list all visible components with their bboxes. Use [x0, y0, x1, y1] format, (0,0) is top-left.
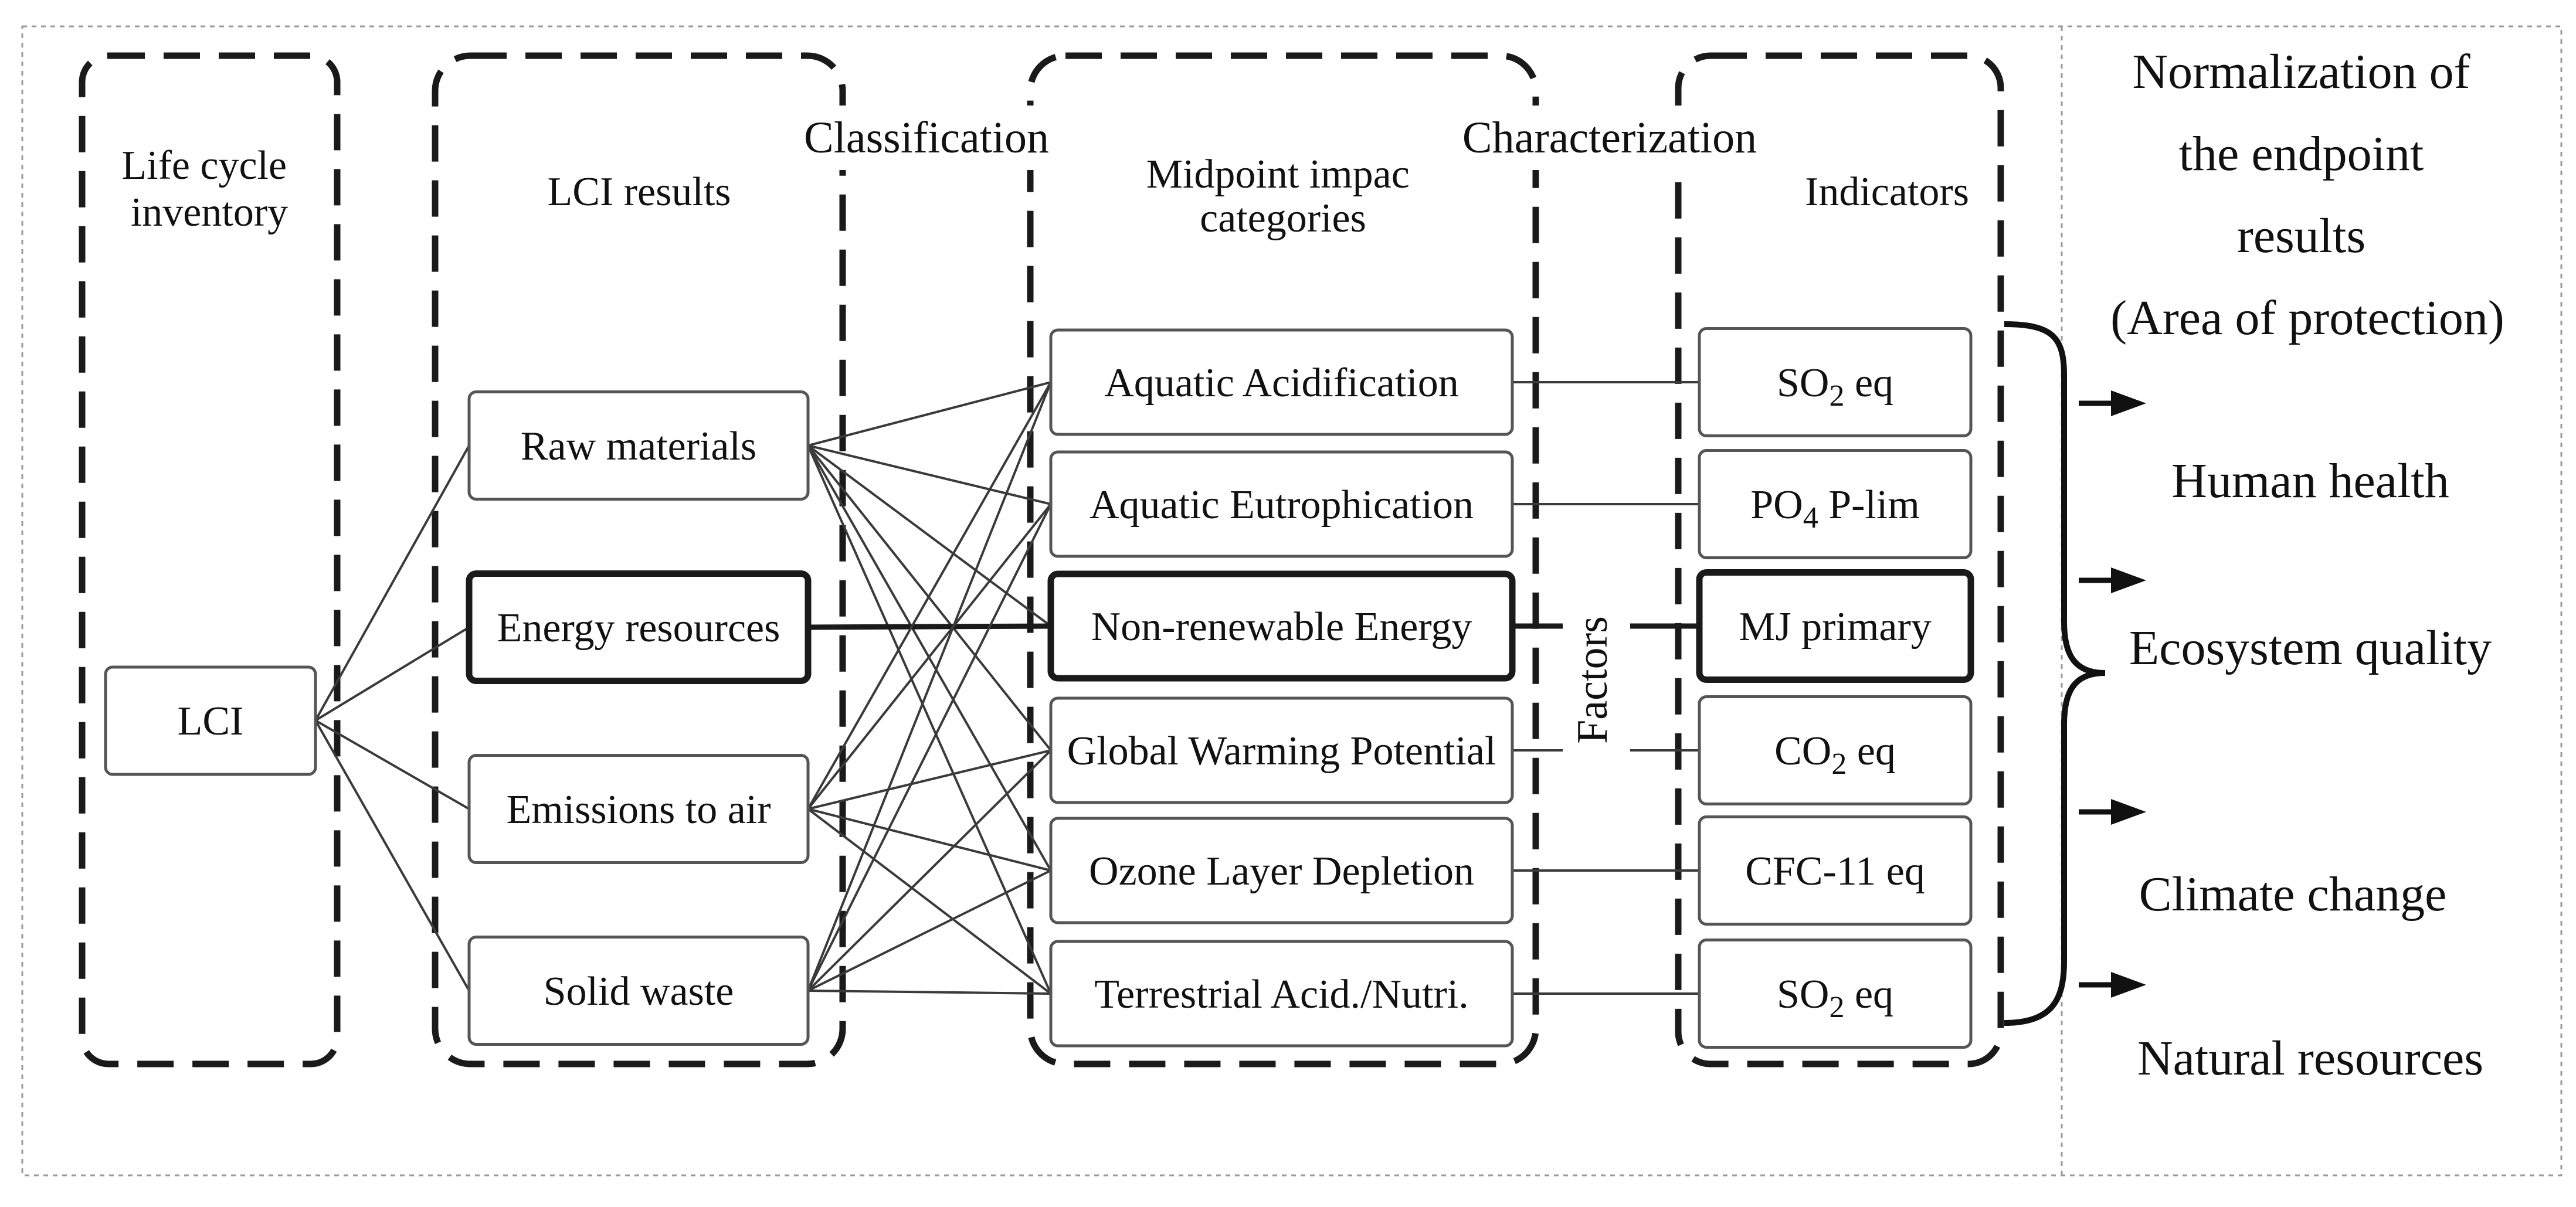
- indicator-box-1: [1698, 327, 1973, 437]
- midpoint-box-ozone-layer-depletion: [1049, 817, 1514, 924]
- lci-result-box-solid-waste: [467, 936, 810, 1046]
- factors-label-bg: [1563, 586, 1630, 774]
- indicator-box-2: [1698, 449, 1973, 559]
- connector-solid-waste-to-global-warming-potential: [807, 749, 1052, 992]
- midpoint-label: Aquatic Eutrophication: [1090, 482, 1474, 528]
- endpoint-brace: [2004, 321, 2106, 1026]
- midpoint-label: Global Warming Potential: [1067, 729, 1496, 774]
- characterization-label-bg: [1443, 106, 1771, 170]
- connector-solid-waste-to-terrestrial-acid-nutri: [807, 990, 1051, 995]
- connector-lci-to-energy-resources: [314, 626, 470, 722]
- connector-raw-materials-to-aquatic-acidification: [807, 381, 1051, 447]
- lci-result-label: Solid waste: [544, 969, 734, 1014]
- midpoint-label: Ozone Layer Depletion: [1089, 849, 1474, 894]
- connector-energy-resources-to-non-renewable-energy: [807, 623, 1051, 630]
- connector-emissions-to-air-to-aquatic-eutrophication: [807, 503, 1052, 810]
- endpoint-ecosystem-quality: Ecosystem quality: [2129, 621, 2492, 675]
- midpoint-box-terrestrial-acid-nutri: [1049, 940, 1514, 1048]
- lci-result-box-energy-resources: [466, 570, 812, 684]
- connector-lci-to-emissions-to-air: [315, 719, 470, 810]
- endpoint-arrows: [2079, 390, 2146, 998]
- midpoint-box-non-renewable-energy: [1047, 570, 1516, 682]
- indicator-label: CFC-11 eq: [1745, 849, 1925, 894]
- upper-brace: [2004, 321, 2106, 1026]
- indicator-box-5: [1698, 815, 1973, 926]
- characterization-label: Characterization: [1462, 113, 1757, 162]
- connector-lci-to-solid-waste: [314, 720, 470, 991]
- indicator-label: PO4 P-lim: [1750, 482, 1920, 535]
- factors-label: Factors: [1569, 616, 1617, 744]
- connector-solid-waste-to-ozone-layer-depletion: [807, 869, 1051, 992]
- outer-frame: [21, 25, 2563, 1177]
- indicator-label: SO2 eq: [1777, 361, 1893, 413]
- midpoint-box-aquatic-acidification: [1049, 328, 1514, 436]
- indicator-box-4: [1698, 695, 1973, 805]
- connector-emissions-to-air-to-terrestrial-acid-nutri: [807, 808, 1052, 995]
- arrowhead-icon: [2111, 390, 2146, 416]
- connector-solid-waste-to-aquatic-eutrophication: [807, 504, 1052, 991]
- indicators-title: Indicators: [1805, 169, 1969, 215]
- arrowhead-icon: [2111, 799, 2146, 825]
- connector-lci-to-raw-materials: [314, 445, 470, 721]
- lci-results-title: LCI results: [547, 169, 731, 215]
- life-cycle-inventory-group: [79, 52, 341, 1067]
- connector-raw-materials-to-terrestrial-acid-nutri: [807, 445, 1052, 994]
- arrowhead-icon: [2111, 567, 2146, 593]
- indicators-group: [1675, 52, 2004, 1067]
- indicator-box-6: [1698, 939, 1973, 1049]
- indicator-label: SO2 eq: [1777, 972, 1893, 1024]
- connector-emissions-to-air-to-global-warming-potential: [807, 749, 1051, 810]
- midpoint-categories-title: Midpoint impac categories: [1146, 152, 1420, 241]
- lci-to-results-connectors: [314, 445, 470, 991]
- arrowhead-icon: [2111, 972, 2146, 998]
- life-cycle-inventory-title: Life cycle inventory: [121, 143, 297, 235]
- indicator-label: MJ primary: [1739, 604, 1932, 650]
- midpoint-label: Aquatic Acidification: [1104, 361, 1459, 406]
- classification-label-bg: [786, 106, 1067, 170]
- endpoint-natural-resources: Natural resources: [2137, 1031, 2483, 1086]
- classification-label: Classification: [804, 113, 1049, 162]
- indicator-box-3: [1696, 569, 1974, 683]
- midpoint-box-global-warming-potential: [1049, 696, 1514, 804]
- endpoint-header: Normalization of the endpoint results (A…: [2110, 45, 2504, 345]
- results-to-midpoint-connectors: [807, 381, 1052, 995]
- midpoint-label: Terrestrial Acid./Nutri.: [1094, 972, 1469, 1017]
- connector-emissions-to-air-to-ozone-layer-depletion: [807, 808, 1051, 872]
- midpoint-categories-group: [1027, 52, 1539, 1067]
- connector-solid-waste-to-aquatic-acidification: [807, 382, 1052, 991]
- lci-results-group: [432, 52, 846, 1067]
- midpoint-box-aquatic-eutrophication: [1049, 450, 1514, 558]
- lci-result-box-emissions-to-air: [467, 754, 810, 864]
- connector-raw-materials-to-non-renewable-energy: [807, 444, 1052, 627]
- indicator-label: CO2 eq: [1774, 729, 1896, 781]
- endpoint-human-health: Human health: [2171, 454, 2449, 508]
- midpoint-label: Non-renewable Energy: [1091, 604, 1472, 650]
- lci-result-label: Raw materials: [521, 424, 756, 469]
- lci-label: LCI: [178, 699, 244, 744]
- lci-result-label: Emissions to air: [506, 787, 771, 832]
- endpoint-climate-change: Climate change: [2139, 867, 2447, 922]
- lci-result-box-raw-materials: [467, 390, 810, 501]
- lci-box: [104, 665, 317, 776]
- connector-raw-materials-to-aquatic-eutrophication: [807, 444, 1051, 505]
- lci-result-label: Energy resources: [497, 606, 780, 651]
- connector-emissions-to-air-to-aquatic-acidification: [807, 382, 1052, 810]
